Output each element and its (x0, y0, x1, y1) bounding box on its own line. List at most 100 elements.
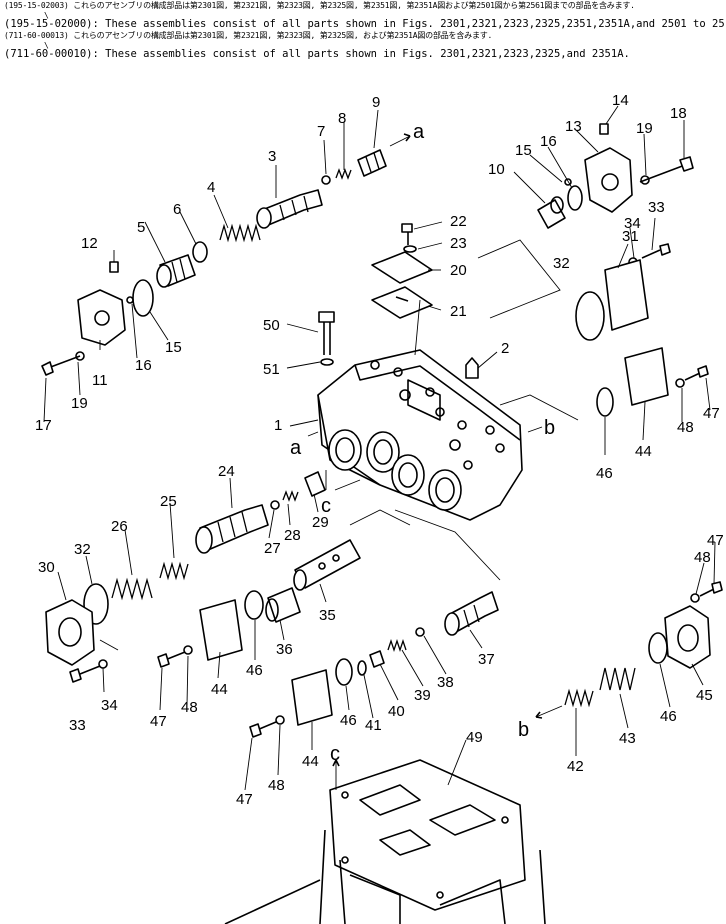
plate-44-b (291, 669, 333, 726)
label-47-c: 47 (707, 532, 724, 549)
spool-3 (256, 189, 323, 229)
o-ring-46-right (596, 387, 614, 417)
plug-40 (369, 650, 385, 668)
label-19-left: 19 (71, 395, 88, 412)
letter-b-body: b (544, 417, 555, 439)
label-18: 18 (670, 105, 687, 122)
label-48-c: 48 (694, 549, 711, 566)
label-32-right: 32 (553, 255, 570, 272)
part-labels: 1 2 3 4 5 6 7 8 9 10 11 12 13 14 15 15 1… (35, 92, 724, 808)
tick-mark: \ (44, 10, 49, 20)
bolt-17 (41, 355, 81, 376)
label-20: 20 (450, 262, 467, 279)
sleeve-35 (293, 539, 361, 591)
ball-7 (321, 175, 331, 185)
washer-51 (320, 358, 334, 366)
label-11: 11 (92, 372, 108, 389)
note-line-3: (711-60-00013) これらのアセンブリの構成部品は第2301図, 第2… (4, 31, 493, 40)
label-46-right: 46 (596, 465, 613, 482)
bolt-50 (318, 311, 335, 355)
bolt-33-upper (641, 243, 671, 259)
label-45: 45 (696, 687, 713, 704)
bolt-47-right (684, 365, 709, 381)
label-22: 22 (450, 213, 467, 230)
label-6: 6 (173, 201, 181, 218)
label-23: 23 (450, 235, 467, 252)
label-1: 1 (274, 417, 282, 434)
label-13: 13 (565, 118, 582, 135)
label-28: 28 (284, 527, 301, 544)
label-35: 35 (319, 607, 336, 624)
o-ring-15-right (567, 185, 583, 211)
bolt-47-c (699, 581, 723, 597)
spool-9 (357, 149, 387, 177)
label-5: 5 (137, 219, 145, 236)
leader-lines (43, 105, 716, 791)
piston-36 (265, 587, 301, 623)
label-46-a: 46 (246, 662, 263, 679)
spring-26 (111, 577, 153, 601)
label-48-b: 48 (268, 777, 285, 794)
label-16-right: 16 (540, 133, 557, 150)
label-21: 21 (450, 303, 467, 320)
bolt-47-a (157, 651, 186, 668)
label-40: 40 (388, 703, 405, 720)
label-32-left: 32 (74, 541, 91, 558)
label-43: 43 (619, 730, 636, 747)
label-50: 50 (263, 317, 280, 334)
label-38: 38 (437, 674, 454, 691)
label-30: 30 (38, 559, 55, 576)
o-ring-46-c (648, 632, 668, 664)
label-9: 9 (372, 94, 380, 111)
label-51: 51 (263, 361, 280, 378)
label-12: 12 (81, 235, 98, 252)
washer-19-right (640, 175, 650, 185)
letter-c-body: c (321, 495, 331, 517)
label-3: 3 (268, 148, 276, 165)
bolt-22 (401, 223, 413, 245)
label-10: 10 (488, 161, 505, 178)
washer-6 (192, 241, 208, 263)
cover-30 (45, 599, 95, 666)
spring-4 (219, 223, 261, 243)
o-ring-16-left (126, 296, 134, 304)
spring-8 (335, 168, 352, 180)
label-34-upper: 34 (624, 215, 641, 232)
plug-2 (465, 357, 479, 379)
cover-13 (584, 147, 633, 213)
plate-44-a (199, 599, 243, 661)
label-26: 26 (111, 518, 128, 535)
gasket-20 (371, 251, 433, 284)
o-ring-46-b (335, 658, 353, 686)
label-39: 39 (414, 687, 431, 704)
label-44-a: 44 (211, 681, 228, 698)
label-27: 27 (264, 540, 281, 557)
o-ring-46-a (244, 590, 264, 620)
label-15-right: 15 (515, 142, 532, 159)
label-44-right: 44 (635, 443, 652, 460)
note-line-2: (195-15-02000): These assemblies consist… (4, 18, 724, 30)
label-8: 8 (338, 110, 346, 127)
label-15-left: 15 (165, 339, 182, 356)
label-47-b: 47 (236, 791, 253, 808)
note-line-4: (711-60-00010): These assemblies consist… (4, 48, 630, 60)
letter-a-body: a (290, 437, 302, 459)
label-46-b: 46 (340, 712, 357, 729)
label-29: 29 (312, 514, 329, 531)
label-17: 17 (35, 417, 52, 434)
label-44-b: 44 (302, 753, 319, 770)
label-37: 37 (478, 651, 495, 668)
label-16-left: 16 (135, 357, 152, 374)
plug-29 (304, 471, 326, 497)
label-46-c: 46 (660, 708, 677, 725)
reference-letters: a a b b c c (290, 121, 555, 765)
label-33-lower: 33 (69, 717, 86, 734)
bolt-18 (639, 156, 694, 183)
label-31: 31 (622, 228, 639, 245)
washer-48-a (183, 645, 193, 655)
cover-11 (77, 289, 126, 346)
spring-42 (564, 688, 594, 708)
spring-43 (599, 667, 636, 691)
o-ring-16-right (564, 178, 572, 186)
